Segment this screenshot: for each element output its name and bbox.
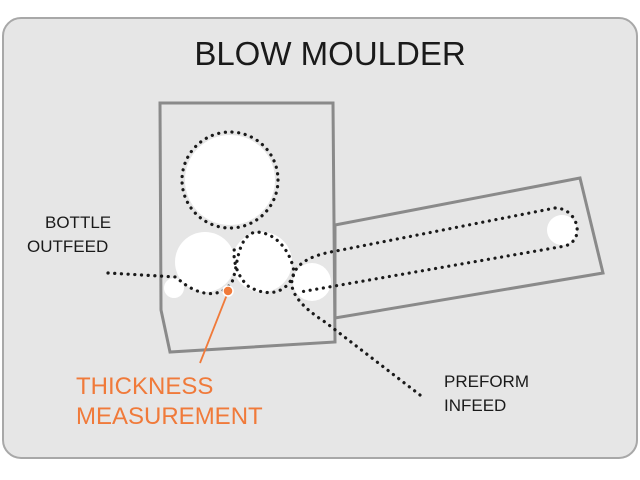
preform-infeed-chain — [290, 206, 579, 397]
blow-wheel — [185, 135, 275, 225]
preform-infeed-label-line1: PREFORM — [444, 372, 529, 391]
blow-wheel-chain — [180, 130, 280, 230]
diagram-title: BLOW MOULDER — [194, 35, 465, 72]
measurement-leader-line — [199, 291, 229, 364]
thickness-measurement-label-line1: THICKNESS — [76, 373, 213, 400]
measurement-point — [222, 285, 234, 297]
conveyor-end-wheel — [547, 215, 577, 245]
infeed-conveyor-housing — [333, 176, 605, 320]
bottle-outfeed-label-line2: OUTFEED — [27, 237, 108, 256]
transfer-wheel-left — [175, 232, 235, 292]
infeed-star-wheel — [293, 263, 331, 301]
thickness-measurement-label-line2: MEASUREMENT — [76, 403, 263, 430]
small-outfeed-wheel — [164, 278, 184, 298]
preform-infeed-label-line2: INFEED — [444, 396, 506, 415]
bottle-outfeed-label-line1: BOTTLE — [45, 213, 111, 232]
transfer-wheel-right — [232, 232, 292, 292]
